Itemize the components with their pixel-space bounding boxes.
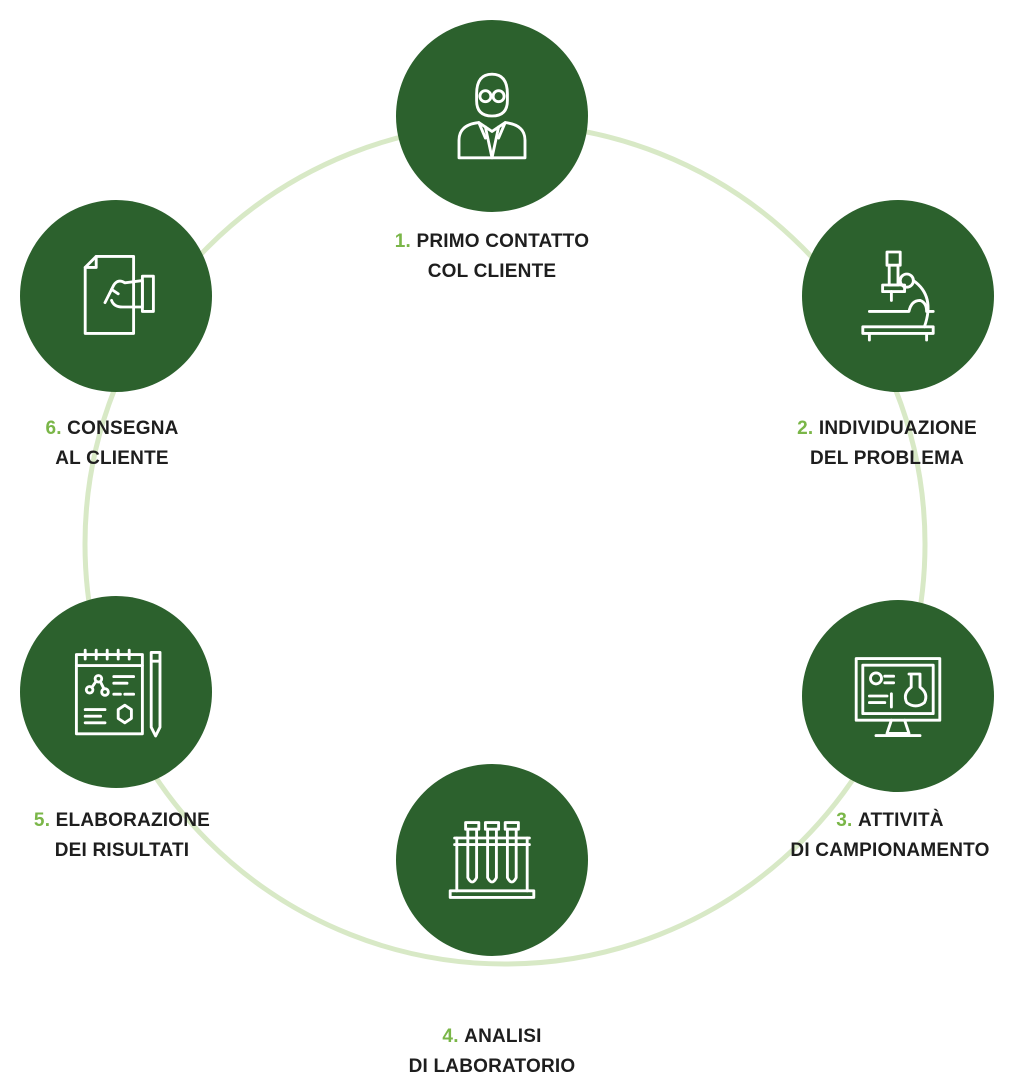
step-1-label: 1. PRIMO CONTATTO COL CLIENTE — [394, 231, 590, 282]
test-tubes-icon — [448, 821, 536, 899]
step-2-label: 2. INDIVIDUAZIONE DEL PROBLEMA — [797, 418, 977, 469]
step-6-circle — [20, 200, 212, 392]
notebook-icon — [74, 648, 162, 738]
microscope-icon — [861, 250, 935, 342]
step-3-label: 3. ATTIVITÀ DI CAMPIONAMENTO — [790, 810, 990, 861]
step-4-circle — [396, 764, 588, 956]
step-3-circle — [802, 600, 994, 792]
person-glasses-icon — [457, 72, 527, 160]
step-5-label: 5. ELABORAZIONE DEI RISULTATI — [33, 810, 211, 861]
step-6-label: 6. CONSEGNA AL CLIENTE — [45, 418, 179, 469]
step-1-circle — [396, 20, 588, 212]
step-4-label: 4. ANALISI DI LABORATORIO — [408, 1026, 576, 1077]
monitor-lab-icon — [854, 657, 942, 738]
step-2-circle — [802, 200, 994, 392]
step-5-circle — [20, 596, 212, 788]
hand-document-icon — [83, 254, 155, 335]
